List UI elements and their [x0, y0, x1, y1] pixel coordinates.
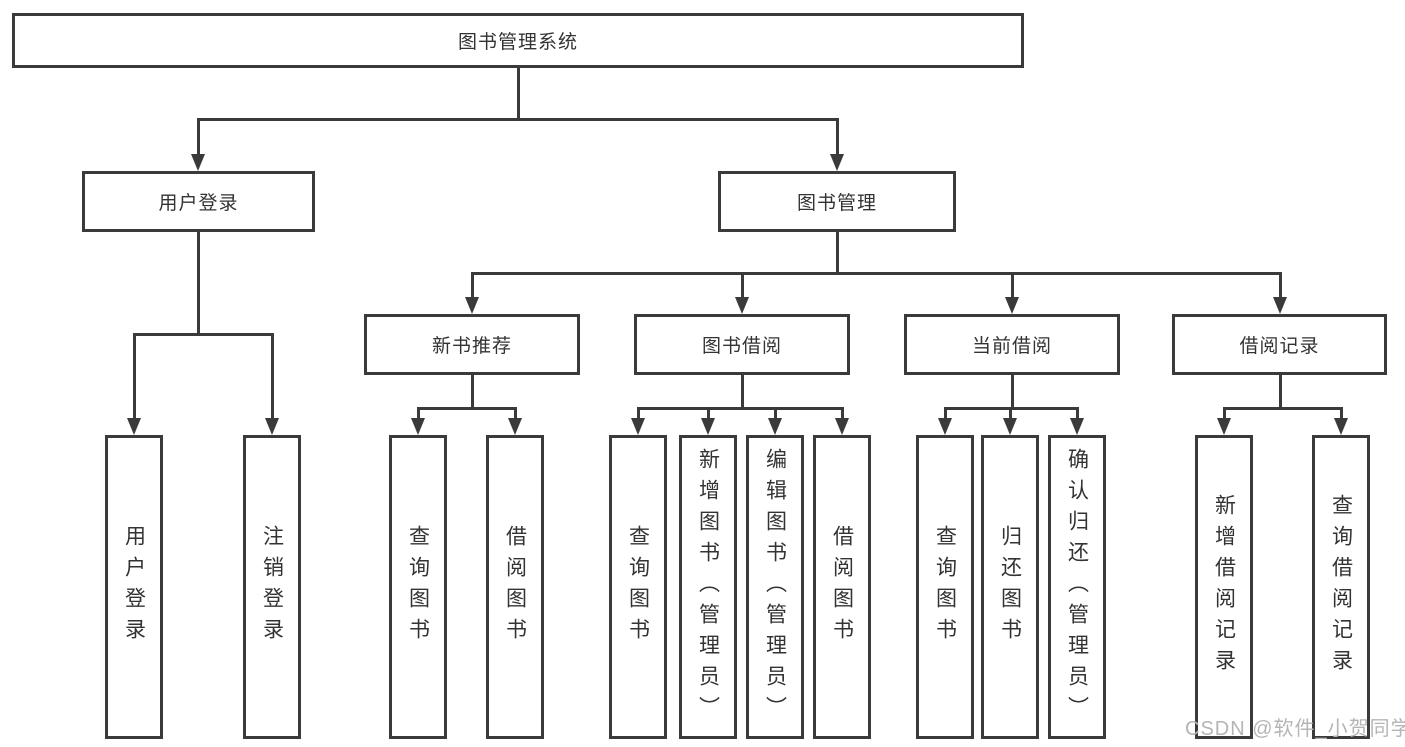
connector-vline [514, 407, 517, 422]
arrow-down-icon [830, 154, 844, 171]
arrow-down-icon [701, 418, 715, 435]
connector-hline [471, 272, 1281, 275]
leaf-logout-label: 注销登录 [260, 525, 284, 649]
arrow-down-icon [631, 418, 645, 435]
leaf-return-book-label: 归还图书 [998, 525, 1022, 649]
connector-vline [1340, 407, 1343, 422]
node-new-book-recommend-label: 新书推荐 [431, 336, 512, 357]
connector-vline [836, 232, 839, 275]
arrow-down-icon [465, 297, 479, 314]
leaf-confirm-return-admin-label: 确认归还（管理员） [1065, 447, 1089, 727]
leaf-borrow-book-1: 借阅图书 [486, 435, 544, 739]
connector-vline [707, 407, 710, 422]
connector-vline [271, 333, 274, 422]
node-current-borrow-label: 当前借阅 [971, 336, 1052, 357]
node-user-login: 用户登录 [82, 171, 315, 232]
connector-hline [637, 407, 844, 410]
connector-vline [1009, 407, 1012, 422]
arrow-down-icon [1273, 297, 1287, 314]
connector-hline [417, 407, 517, 410]
leaf-user-login-label: 用户登录 [122, 525, 146, 649]
connector-hline [197, 118, 839, 121]
leaf-confirm-return-admin: 确认归还（管理员） [1048, 435, 1106, 739]
leaf-add-borrow-record-label: 新增借阅记录 [1212, 494, 1236, 680]
arrow-down-icon [938, 418, 952, 435]
connector-vline [517, 68, 520, 121]
connector-vline [471, 272, 474, 300]
leaf-edit-book-admin: 编辑图书（管理员） [746, 435, 804, 739]
leaf-borrow-book-2: 借阅图书 [813, 435, 871, 739]
leaf-logout: 注销登录 [243, 435, 301, 739]
connector-vline [417, 407, 420, 422]
leaf-add-book-admin-label: 新增图书（管理员） [696, 447, 720, 727]
leaf-return-book: 归还图书 [981, 435, 1039, 739]
arrow-down-icon [735, 297, 749, 314]
connector-vline [1076, 407, 1079, 422]
node-user-login-label: 用户登录 [158, 193, 239, 214]
connector-vline [944, 407, 947, 422]
arrow-down-icon [411, 418, 425, 435]
csdn-watermark: CSDN @软件_小贺同学 [1185, 718, 1405, 740]
node-book-management: 图书管理 [718, 171, 956, 232]
leaf-query-book-3-label: 查询图书 [933, 525, 957, 649]
connector-vline [1279, 272, 1282, 300]
arrow-down-icon [1334, 418, 1348, 435]
leaf-query-book-1: 查询图书 [389, 435, 447, 739]
leaf-query-book-2-label: 查询图书 [626, 525, 650, 649]
connector-vline [841, 407, 844, 422]
connector-vline [741, 272, 744, 300]
connector-vline [637, 407, 640, 422]
leaf-borrow-book-1-label: 借阅图书 [503, 525, 527, 649]
connector-vline [741, 375, 744, 410]
arrow-down-icon [1005, 297, 1019, 314]
leaf-add-book-admin: 新增图书（管理员） [679, 435, 737, 739]
arrow-down-icon [768, 418, 782, 435]
connector-hline [1223, 407, 1342, 410]
node-current-borrow: 当前借阅 [904, 314, 1120, 375]
leaf-borrow-book-2-label: 借阅图书 [830, 525, 854, 649]
arrow-down-icon [1070, 418, 1084, 435]
node-book-management-label: 图书管理 [796, 193, 877, 214]
connector-vline [471, 375, 474, 410]
connector-vline [133, 333, 136, 422]
connector-vline [1011, 272, 1014, 300]
node-root-label: 图书管理系统 [457, 32, 578, 53]
arrow-down-icon [191, 154, 205, 171]
node-book-borrow-label: 图书借阅 [701, 336, 782, 357]
leaf-query-book-3: 查询图书 [916, 435, 974, 739]
connector-vline [1011, 375, 1014, 410]
connector-vline [197, 118, 200, 158]
leaf-query-borrow-record-label: 查询借阅记录 [1329, 494, 1353, 680]
arrow-down-icon [835, 418, 849, 435]
node-book-borrow: 图书借阅 [634, 314, 850, 375]
connector-hline [133, 333, 274, 336]
node-borrow-record: 借阅记录 [1172, 314, 1387, 375]
arrow-down-icon [1003, 418, 1017, 435]
leaf-query-book-2: 查询图书 [609, 435, 667, 739]
arrow-down-icon [127, 418, 141, 435]
connector-vline [197, 232, 200, 336]
leaf-user-login: 用户登录 [105, 435, 163, 739]
leaf-edit-book-admin-label: 编辑图书（管理员） [763, 447, 787, 727]
connector-vline [774, 407, 777, 422]
connector-vline [1279, 375, 1282, 410]
arrow-down-icon [1217, 418, 1231, 435]
arrow-down-icon [265, 418, 279, 435]
leaf-query-book-1-label: 查询图书 [406, 525, 430, 649]
arrow-down-icon [508, 418, 522, 435]
node-borrow-record-label: 借阅记录 [1239, 336, 1320, 357]
leaf-add-borrow-record: 新增借阅记录 [1195, 435, 1253, 739]
connector-vline [1223, 407, 1226, 422]
leaf-query-borrow-record: 查询借阅记录 [1312, 435, 1370, 739]
node-root: 图书管理系统 [12, 13, 1024, 68]
node-new-book-recommend: 新书推荐 [364, 314, 580, 375]
connector-vline [836, 118, 839, 158]
